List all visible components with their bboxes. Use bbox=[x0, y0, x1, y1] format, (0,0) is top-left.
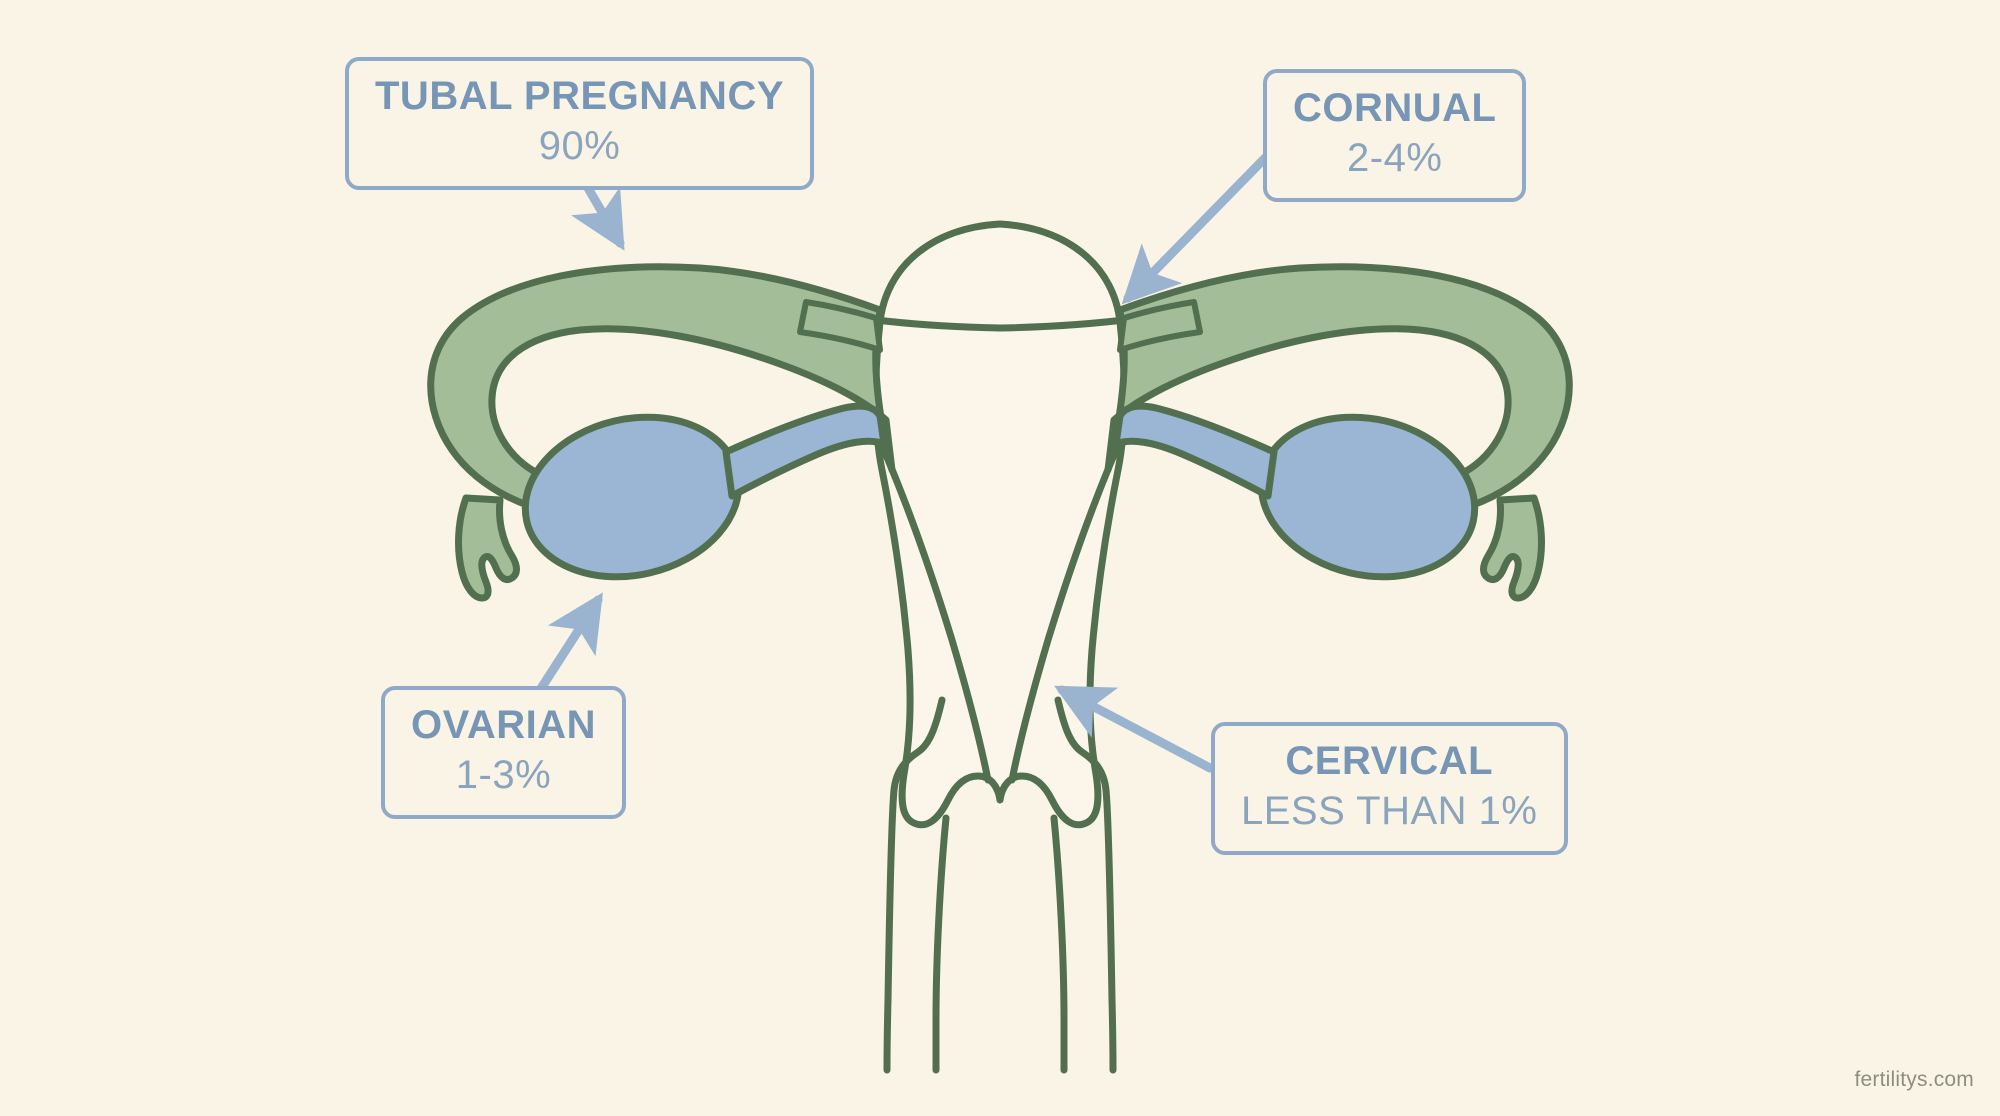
callout-value: 2-4% bbox=[1347, 136, 1443, 181]
left-ovarian-ligament bbox=[722, 402, 888, 500]
left-fimbriae bbox=[455, 494, 520, 602]
right-fimbriae bbox=[1480, 494, 1545, 602]
right-cornu bbox=[1117, 299, 1203, 353]
callout-value: 90% bbox=[538, 124, 621, 169]
leader-arrows bbox=[535, 153, 1270, 773]
callout-title: CERVICAL bbox=[1285, 739, 1494, 783]
arrow-ovarian bbox=[535, 592, 603, 695]
uterus-group bbox=[427, 220, 1573, 1074]
left-ovary bbox=[521, 413, 743, 581]
callout-value: 1-3% bbox=[455, 753, 552, 798]
callout-cervical[interactable]: CERVICAL LESS THAN 1% bbox=[1211, 722, 1568, 855]
cervix-canal bbox=[883, 696, 946, 1074]
callout-title: OVARIAN bbox=[411, 703, 596, 747]
callout-title: TUBAL PREGNANCY bbox=[375, 74, 785, 118]
cervix-canal-right bbox=[1054, 696, 1117, 1074]
watermark: fertilitys.com bbox=[1854, 1068, 1974, 1091]
arrow-cervical bbox=[1054, 685, 1215, 773]
callout-ovarian[interactable]: OVARIAN 1-3% bbox=[381, 686, 626, 819]
arrow-tubal bbox=[571, 183, 625, 251]
callout-tubal-pregnancy[interactable]: TUBAL PREGNANCY 90% bbox=[345, 57, 815, 190]
arrow-cornual bbox=[1121, 153, 1270, 305]
vagina-wall-right bbox=[1050, 814, 1068, 1074]
callout-title: CORNUAL bbox=[1293, 86, 1497, 130]
vagina-wall-left bbox=[932, 814, 950, 1074]
callout-cornual[interactable]: CORNUAL 2-4% bbox=[1263, 69, 1527, 202]
right-ovarian-ligament bbox=[1112, 402, 1278, 500]
callout-value: LESS THAN 1% bbox=[1241, 789, 1538, 834]
right-ovary bbox=[1257, 413, 1479, 581]
left-cornu bbox=[797, 299, 883, 353]
